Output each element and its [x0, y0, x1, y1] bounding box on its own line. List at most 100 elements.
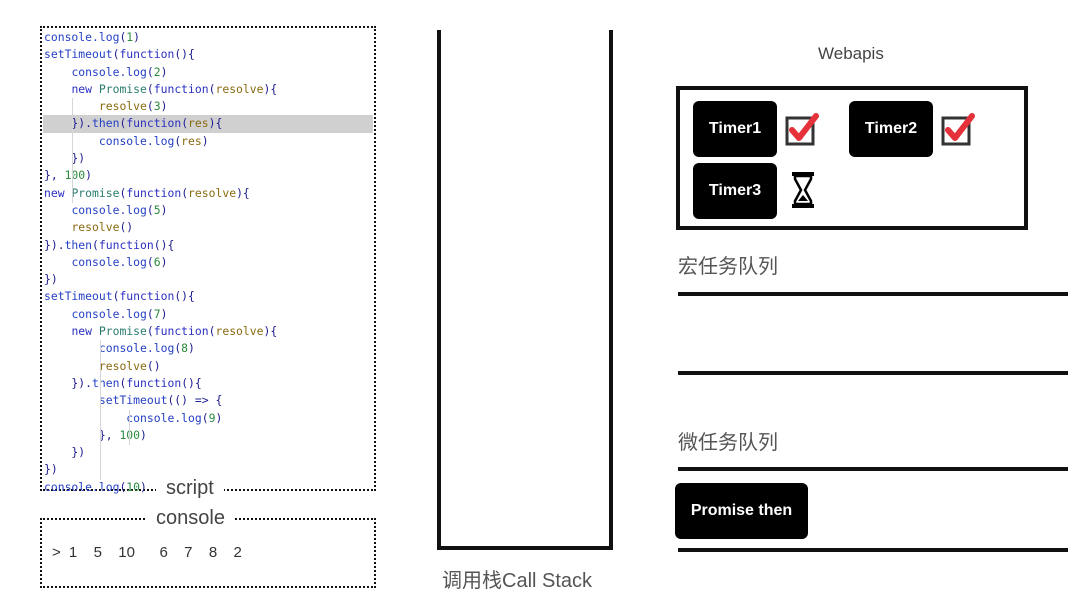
code-line: }) — [43, 461, 373, 478]
code-token: ){ — [208, 116, 223, 131]
code-token: Promise — [71, 185, 120, 200]
code-token: console.log — [71, 202, 147, 217]
code-token: setTimeout — [44, 289, 113, 304]
code-token: ) — [160, 254, 168, 269]
code-line: }) — [43, 444, 373, 461]
micro-queue-bottom-border — [678, 548, 1068, 552]
code-token: }). — [44, 375, 93, 390]
code-token: }, — [44, 168, 65, 183]
console-label: console — [146, 506, 235, 530]
code-token: 10 — [126, 479, 141, 494]
code-token: function — [126, 116, 182, 131]
code-token: ) — [188, 341, 195, 356]
indent-guide — [129, 410, 130, 445]
code-line: console.log(8) — [43, 340, 373, 357]
code-token: console.log — [126, 410, 202, 425]
macro-queue-title: 宏任务队列 — [678, 256, 778, 278]
code-token: ( — [146, 81, 154, 96]
code-token — [44, 82, 71, 96]
code-token: (){ — [174, 47, 195, 62]
code-token: then — [92, 116, 120, 131]
code-line: console.log(2) — [43, 64, 373, 81]
code-token: }). — [44, 116, 93, 131]
code-line: console.log(5) — [43, 202, 373, 219]
code-token: ) — [133, 30, 141, 44]
micro-queue-top-border — [678, 467, 1068, 471]
code-token: 3 — [153, 99, 161, 114]
micro-queue-title: 微任务队列 — [678, 432, 778, 454]
code-token: 8 — [181, 341, 189, 356]
code-line: }) — [43, 271, 373, 288]
code-line: }).then(function(){ — [43, 237, 373, 254]
code-token: console.log — [71, 64, 147, 79]
code-token: res — [181, 133, 202, 148]
code-line: setTimeout(() => { — [43, 392, 373, 409]
code-token: 2 — [153, 64, 161, 79]
code-token: 5 — [153, 202, 161, 217]
code-token: 6 — [153, 254, 161, 269]
code-token: console.log — [44, 479, 120, 494]
code-line: }).then(function(res){ — [43, 115, 373, 133]
indent-guide — [72, 98, 73, 203]
code-token: resolve — [98, 358, 147, 373]
code-token: ) — [140, 427, 147, 442]
code-line: }) — [43, 150, 373, 167]
console-panel: console > 1 5 10 6 7 8 2 — [40, 506, 376, 588]
code-token: ( — [119, 375, 127, 390]
code-token: ( — [146, 324, 154, 339]
code-line: new Promise(function(resolve){ — [43, 81, 373, 98]
code-token: console.log — [98, 133, 175, 148]
code-token: new — [71, 324, 99, 339]
code-line: resolve(3) — [43, 98, 373, 115]
code-token: (){ — [153, 237, 175, 252]
code-token: }) — [44, 462, 58, 477]
code-token: () — [146, 358, 161, 373]
webapis-box: Timer1 Timer2 Timer3 — [676, 86, 1028, 230]
checkbox-checked-icon — [784, 110, 820, 150]
call-stack-label: 调用栈Call Stack — [442, 570, 593, 592]
code-token: console.log — [44, 30, 120, 44]
code-token: function — [153, 81, 209, 96]
code-token: console.log — [98, 341, 175, 356]
code-token: function — [119, 289, 175, 304]
code-token: ) — [85, 168, 93, 183]
code-token: }) — [44, 272, 58, 287]
code-token: res — [188, 116, 209, 131]
code-line: console.log(7) — [43, 306, 373, 323]
code-token: ( — [92, 237, 99, 252]
code-token: ( — [181, 116, 189, 131]
code-token — [44, 203, 71, 217]
code-token: ( — [119, 116, 127, 131]
code-token: setTimeout — [98, 393, 168, 408]
code-token — [44, 220, 71, 234]
code-line: console.log(9) — [43, 410, 373, 427]
code-token: function — [153, 324, 209, 339]
code-token — [44, 255, 71, 269]
code-token: resolve — [188, 185, 237, 200]
timer3-block: Timer3 — [693, 163, 777, 219]
code-token — [44, 341, 99, 355]
code-token: }, — [44, 427, 120, 442]
script-label: script — [156, 476, 224, 500]
code-token: console.log — [71, 306, 147, 321]
code-token: ( — [112, 289, 120, 304]
code-line: setTimeout(function(){ — [43, 288, 373, 305]
code-line: resolve() — [43, 219, 373, 236]
code-token: ( — [174, 133, 182, 148]
code-token: ){ — [236, 185, 250, 200]
code-token: function — [119, 47, 175, 62]
macro-queue-top-border — [678, 292, 1068, 296]
code-line: }).then(function(){ — [43, 375, 373, 392]
code-block: console.log(1)setTimeout(function(){ con… — [43, 29, 373, 496]
code-token: ) — [201, 133, 209, 148]
code-token: (() => { — [167, 393, 223, 408]
indent-guide — [100, 340, 101, 480]
code-token: resolve — [215, 324, 264, 339]
code-token: resolve — [215, 81, 264, 96]
console-output: > 1 5 10 6 7 8 2 — [52, 544, 242, 561]
code-line: new Promise(function(resolve){ — [43, 185, 373, 202]
promise-then-task: Promise then — [675, 483, 808, 539]
code-token: ( — [146, 254, 154, 269]
code-token: then — [64, 237, 93, 252]
code-token: Promise — [98, 81, 147, 96]
